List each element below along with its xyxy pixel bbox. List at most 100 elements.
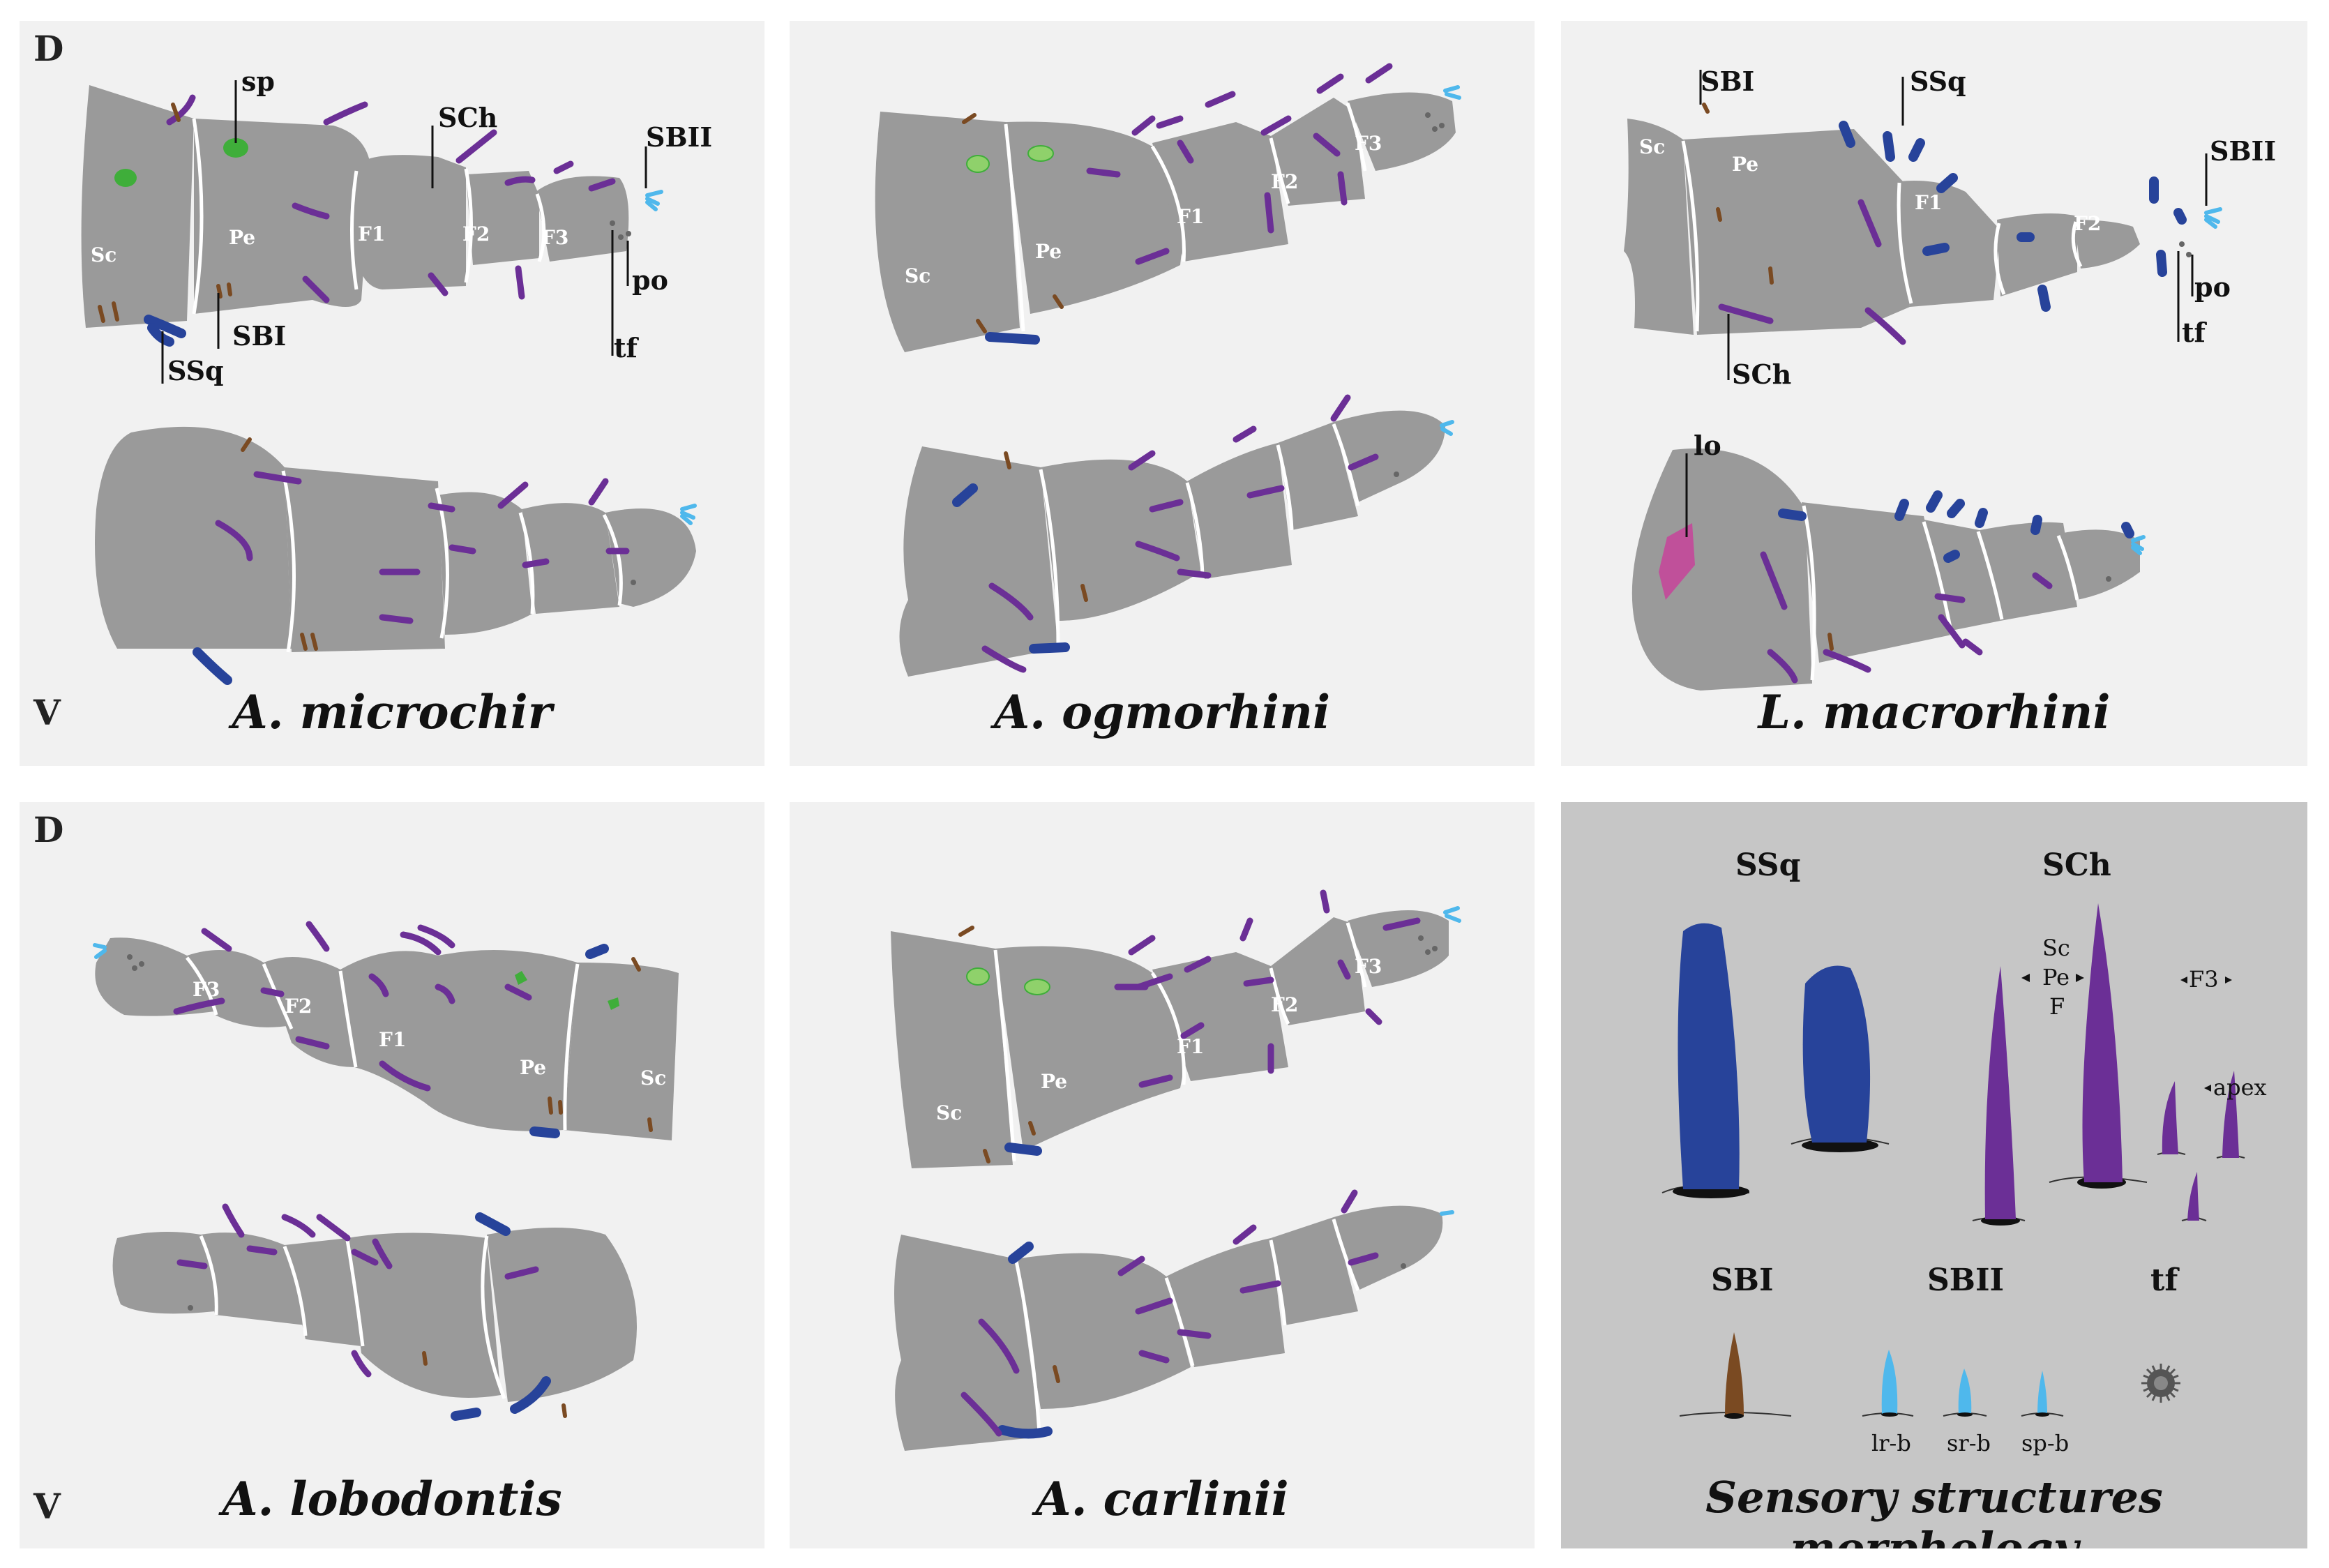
segment-label-pe: Pe xyxy=(229,226,255,249)
segment-label-pe: Pe xyxy=(1732,153,1758,176)
arrow-right-icon xyxy=(2225,977,2232,983)
species-title: A. microchir xyxy=(232,685,552,739)
label-sbii: SBII xyxy=(646,121,712,153)
sensillum-sp xyxy=(1024,979,1050,995)
sensillum-sp xyxy=(608,997,619,1010)
segment-label-f1: F1 xyxy=(379,1028,406,1051)
sensillum-sp xyxy=(515,971,527,985)
label-ssq: SSq xyxy=(1910,66,1966,97)
segment-label-f1: F1 xyxy=(1915,191,1942,214)
label-po: po xyxy=(632,264,668,296)
dorsal-label: D xyxy=(33,28,64,69)
label-ssq: SSq xyxy=(167,355,224,386)
label-tf: tf xyxy=(2182,317,2208,348)
tf-illustration xyxy=(2141,1364,2180,1403)
ventral-view xyxy=(899,394,1454,677)
panel-legend: SSq SCh Sc Pe F xyxy=(1561,802,2307,1548)
panel-a-ogmorhini: Sc Pe F1 F2 F3 xyxy=(790,21,1535,766)
segment-label-pe: Pe xyxy=(1041,1070,1067,1093)
segment-label-sc: Sc xyxy=(936,1101,962,1124)
segment-label-f3: F3 xyxy=(1355,955,1382,978)
label-sbi: SBI xyxy=(1701,66,1754,97)
sbii-lr-label: lr-b xyxy=(1871,1430,1911,1456)
segment-label-f1: F1 xyxy=(1177,205,1204,228)
dorsal-view: Sc Pe F1 F2 F3 sp SCh SBII SBI SSq po tf xyxy=(81,66,712,386)
legend-tf-title: tf xyxy=(2150,1262,2180,1298)
antenna-diagram-a-carlinii: Sc Pe F1 F2 F3 xyxy=(891,889,1461,1451)
label-sbii: SBII xyxy=(2210,135,2276,167)
segment-label-f3: F3 xyxy=(1355,132,1382,155)
ssq-illustration xyxy=(1661,923,1890,1198)
dorsal-view: Sc Pe F1 F2 F3 xyxy=(875,63,1461,352)
segment-label-f3: F3 xyxy=(193,978,220,1001)
sbi-illustration xyxy=(1679,1332,1792,1419)
arrow-left-icon xyxy=(2204,1085,2211,1092)
segment-label-f2: F2 xyxy=(462,223,490,246)
species-title: A. ogmorhini xyxy=(993,685,1331,739)
legend-sch-title: SCh xyxy=(2042,847,2111,883)
segment-label-f3: F3 xyxy=(541,226,568,249)
segment-label-sc: Sc xyxy=(640,1066,666,1090)
dorsal-view: Sc Pe F1 F2 SBI SSq SBII SCh po tf xyxy=(1624,66,2276,390)
antenna-diagram-a-ogmorhini: Sc Pe F1 F2 F3 xyxy=(875,63,1461,677)
ventral-label: V xyxy=(33,1486,61,1527)
sensillum-sp xyxy=(1027,145,1054,162)
sch-note-apex: apex xyxy=(2213,1074,2267,1101)
sensillum-sp xyxy=(966,155,990,173)
segment-label-f2: F2 xyxy=(2074,212,2101,235)
sensillum-sp xyxy=(114,169,137,187)
legend-ssq-title: SSq xyxy=(1735,847,1800,883)
antenna-diagram-a-lobodontis: F3 F2 F1 Pe Sc xyxy=(93,921,679,1421)
antenna-diagram-l-macrorhini: Sc Pe F1 F2 SBI SSq SBII SCh po tf xyxy=(1624,66,2276,691)
antenna-diagram-a-microchir: Sc Pe F1 F2 F3 sp SCh SBII SBI SSq po tf xyxy=(81,66,712,685)
sbii-illustration xyxy=(1862,1350,2064,1417)
sbii-sp-label: sp-b xyxy=(2021,1430,2069,1456)
legend-sbi-title: SBI xyxy=(1711,1262,1774,1298)
segment-label-f1: F1 xyxy=(358,223,385,246)
ventral-label: V xyxy=(33,692,61,733)
dorsal-label: D xyxy=(33,809,64,850)
sensory-structures-legend: SSq SCh Sc Pe F xyxy=(1661,847,2267,1456)
label-sch: SCh xyxy=(1732,359,1791,390)
label-sp: sp xyxy=(241,66,275,97)
panel-a-lobodontis: F3 F2 F1 Pe Sc xyxy=(20,802,764,1548)
sch-illustration xyxy=(1972,903,2245,1226)
dorsal-view: Sc Pe F1 F2 F3 xyxy=(891,889,1461,1168)
segment-label-f2: F2 xyxy=(1271,993,1298,1016)
segment-label-f2: F2 xyxy=(1271,170,1298,193)
segment-label-f2: F2 xyxy=(285,995,312,1018)
ventral-view: lo xyxy=(1631,430,2146,691)
species-title: A. carlinii xyxy=(1035,1472,1289,1526)
legend-title: Sensory structures morphology xyxy=(1705,1472,2163,1548)
arrow-left-icon xyxy=(2180,977,2187,983)
label-po: po xyxy=(2194,271,2231,303)
sch-note-f3: F3 xyxy=(2189,966,2219,993)
arrow-left-icon xyxy=(2021,974,2030,982)
ventral-view xyxy=(95,426,697,685)
segment-label-sc: Sc xyxy=(91,243,116,266)
sensillum-lo xyxy=(1659,523,1695,600)
dorsal-view: F3 F2 F1 Pe Sc xyxy=(93,921,679,1140)
ventral-view xyxy=(112,1203,637,1421)
species-title: A. lobodontis xyxy=(222,1472,562,1526)
panel-a-carlinii: Sc Pe F1 F2 F3 xyxy=(790,802,1535,1548)
segment-label-sc: Sc xyxy=(905,264,930,287)
sensillum-sp xyxy=(966,967,990,986)
panel-l-macrorhini: Sc Pe F1 F2 SBI SSq SBII SCh po tf xyxy=(1561,21,2307,766)
species-title: L. macrorhini xyxy=(1758,685,2111,739)
label-sbi: SBI xyxy=(232,320,286,352)
segment-label-pe: Pe xyxy=(1035,240,1062,263)
sch-note-f: F xyxy=(2049,993,2065,1020)
arrow-right-icon xyxy=(2076,974,2084,982)
sensillum-sp xyxy=(223,138,248,158)
label-tf: tf xyxy=(614,332,640,363)
segment-label-f1: F1 xyxy=(1177,1035,1204,1058)
label-sch: SCh xyxy=(438,102,497,133)
legend-sbii-title: SBII xyxy=(1927,1262,2004,1298)
segment-label-sc: Sc xyxy=(1639,135,1665,158)
panel-a-microchir: Sc Pe F1 F2 F3 sp SCh SBII SBI SSq po tf xyxy=(20,21,764,766)
sch-note-pe: Pe xyxy=(2042,964,2070,990)
ventral-view xyxy=(894,1189,1454,1451)
sch-note-sc: Sc xyxy=(2042,935,2070,961)
sbii-sr-label: sr-b xyxy=(1947,1430,1991,1456)
